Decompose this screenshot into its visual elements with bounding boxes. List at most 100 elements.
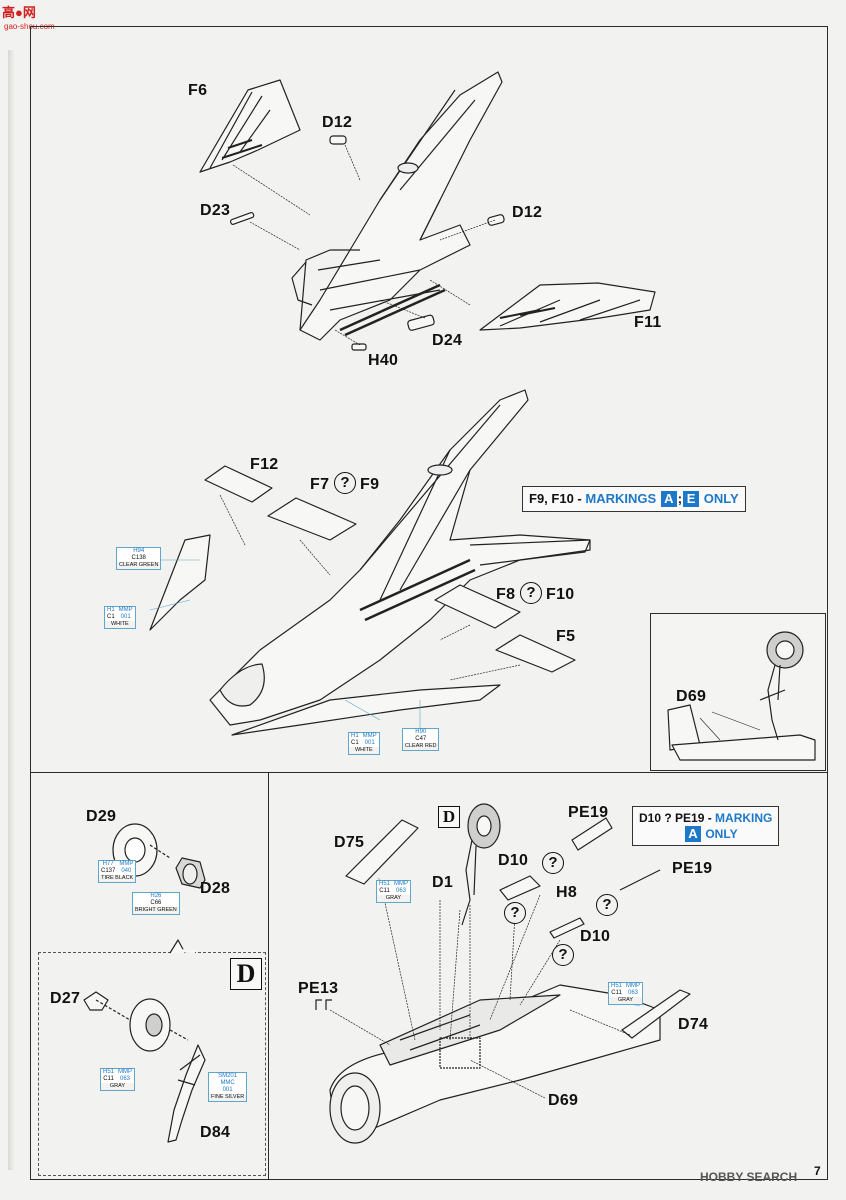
label-F8: F8: [496, 586, 516, 603]
markings-note-D10-PE19: D10 ? PE19 - MARKING A ONLY: [632, 806, 780, 846]
label-D74: D74: [678, 1016, 709, 1033]
label-PE19-upper: PE19: [568, 804, 609, 821]
label-D1: D1: [432, 874, 454, 891]
paint-name: GRAY: [101, 1083, 135, 1090]
question-mark-D10-lower: ?: [552, 944, 574, 966]
markings-note-F9-F10: F9, F10 - MARKINGS A;E ONLY: [522, 486, 746, 512]
label-F5: F5: [556, 628, 576, 645]
paint-kcode: C1: [107, 614, 115, 620]
paint-mcode: 063: [120, 1076, 131, 1082]
label-D69-cockpit: D69: [548, 1092, 579, 1109]
label-F9: F9: [360, 476, 380, 493]
tail-assembly-step1: [199, 71, 656, 351]
paint-kcode: C1: [351, 740, 359, 746]
question-mark-PE19: ?: [596, 894, 618, 916]
paint-mmp: MMP: [118, 1069, 133, 1075]
marking-badge-A: A: [660, 491, 677, 507]
marking-badge-A-bottom: A: [685, 826, 701, 842]
paint-name: WHITE: [349, 747, 379, 754]
note-bottom-prefix: D10 ? PE19 -: [639, 811, 716, 825]
paint-code: H26: [150, 893, 162, 899]
paint-kcode: C11: [379, 888, 390, 894]
paint-code: H90: [415, 729, 427, 735]
label-D29: D29: [86, 808, 117, 825]
paint-name: TIRE BLACK: [99, 875, 136, 882]
label-H8: H8: [556, 884, 578, 901]
watermark-source-text: HOBBY SEARCH: [700, 1170, 798, 1184]
paint-mcode: 063: [396, 888, 407, 894]
paint-callout-clear-red: H90 C47 CLEAR RED: [402, 728, 440, 751]
detail-marker-D-main: D: [230, 958, 262, 990]
paint-code: H94: [133, 548, 145, 554]
paint-callout-bright-green: H26 C66 BRIGHT GREEN: [132, 892, 180, 915]
paint-callout-tire-black: H77 MMP C137 040 TIRE BLACK: [98, 860, 137, 883]
label-PE13: PE13: [298, 980, 339, 997]
main-gear-drawing: [83, 991, 206, 1143]
label-H40: H40: [368, 352, 399, 369]
page-number: 7: [814, 1164, 821, 1178]
label-F12: F12: [250, 456, 279, 473]
nose-gear-inset-drawing: [667, 631, 816, 761]
paint-mcode: 001: [364, 740, 375, 746]
paint-callout-white-a: H1 MMP C1 001 WHITE: [104, 606, 136, 629]
paint-name: FINE SILVER: [209, 1094, 247, 1101]
paint-mcode: 063: [628, 990, 639, 996]
label-D24: D24: [432, 332, 463, 349]
label-F10: F10: [546, 586, 575, 603]
section-divider-vertical: [268, 772, 269, 1180]
label-F6: F6: [188, 82, 208, 99]
page-frame: [30, 26, 828, 1180]
label-D27: D27: [50, 990, 81, 1007]
note-bottom-suffix: ONLY: [705, 827, 738, 841]
label-F11: F11: [634, 314, 662, 331]
label-D10-lower: D10: [580, 928, 611, 945]
paint-kcode: C11: [103, 1076, 114, 1082]
paint-kcode: C11: [611, 990, 622, 996]
paint-mcode: 040: [121, 868, 132, 874]
watermark-hobby-search: HOBBY SEARCH: [700, 1170, 797, 1184]
paint-name: BRIGHT GREEN: [133, 907, 179, 914]
note-top-text: MARKINGS: [585, 491, 657, 506]
paint-kcode: C47: [415, 736, 427, 742]
label-F7: F7: [310, 476, 330, 493]
section-divider-horizontal: [30, 772, 828, 773]
paint-code: H51: [103, 1069, 115, 1075]
paint-name: WHITE: [105, 621, 135, 628]
question-mark-D10: ?: [542, 852, 564, 874]
paint-code: H77: [102, 861, 114, 867]
paint-mmp: MMP: [118, 607, 133, 613]
note-bottom-text: MARKING: [715, 811, 773, 825]
watermark-site: gao-shou.com: [4, 22, 55, 31]
paint-kcode: C137: [101, 868, 116, 874]
label-D23: D23: [200, 202, 231, 219]
label-D12-right: D12: [512, 204, 543, 221]
paint-mcode: 001: [120, 614, 131, 620]
paint-mmp: MMP: [626, 983, 641, 989]
paint-mcode: 001: [222, 1087, 233, 1093]
label-D84: D84: [200, 1124, 231, 1141]
label-D69-inset: D69: [676, 688, 707, 705]
paint-callout-white-b: H1 MMP C1 001 WHITE: [348, 732, 380, 755]
fuselage-assembly-step2: [149, 389, 591, 736]
question-mark-H8: ?: [504, 902, 526, 924]
paint-name: CLEAR RED: [403, 743, 439, 750]
paint-kcode: C138: [131, 555, 146, 561]
paint-mmp: MMP: [119, 861, 134, 867]
forward-fuselage-drawing: [315, 803, 691, 1144]
paint-code: SM201: [218, 1073, 238, 1079]
label-PE19-right: PE19: [672, 860, 713, 877]
note-top-sep: ;: [677, 491, 683, 506]
paint-callout-gray-D75: H51 MMP C11 063 GRAY: [376, 880, 412, 903]
marking-badge-E: E: [683, 491, 700, 507]
watermark-logo: 高●网: [2, 5, 36, 20]
main-gear-detail-box: [38, 952, 266, 1176]
question-mark-F7-F9: ?: [334, 472, 356, 494]
label-D10-upper: D10: [498, 852, 529, 869]
note-top-suffix: ONLY: [703, 491, 739, 506]
paint-mmp: MMC: [220, 1080, 235, 1086]
paint-callout-fine-silver: SM201 MMC 001 FINE SILVER: [208, 1072, 248, 1102]
paint-code: H51: [611, 983, 623, 989]
paint-kcode: C66: [150, 900, 162, 906]
